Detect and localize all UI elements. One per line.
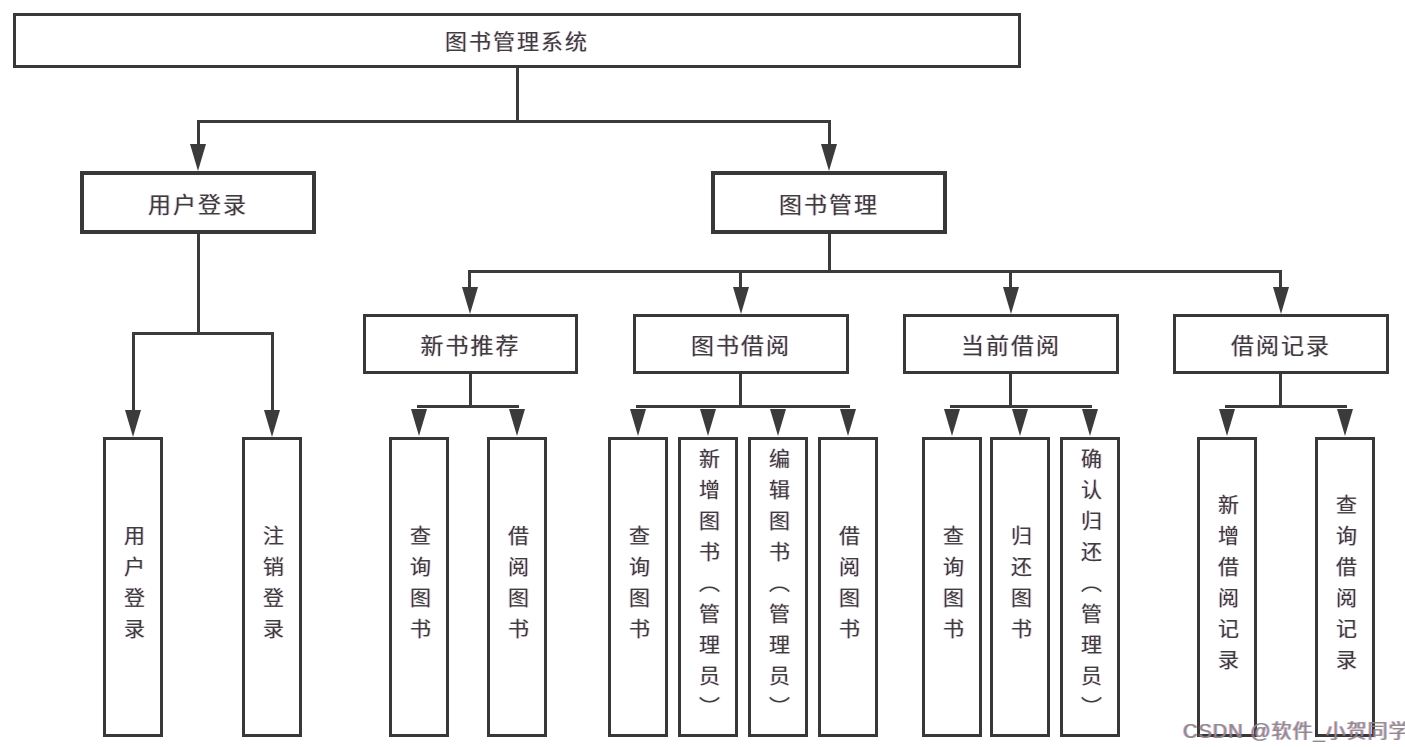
arrow-down-icon (190, 144, 206, 171)
leaf-nbr-query-books: 查询图书 (389, 437, 449, 737)
connector-line (828, 234, 831, 272)
connector-line (469, 374, 472, 408)
leaf-cb-return-books-label: 归还图书 (1008, 525, 1032, 649)
connector-line (739, 374, 742, 408)
node-book-management: 图书管理 (711, 171, 947, 234)
connector-line (1009, 270, 1012, 287)
leaf-cb-query-books: 查询图书 (922, 437, 982, 737)
arrow-down-icon (264, 410, 280, 437)
connector-line (468, 270, 1282, 273)
connector-line (197, 234, 200, 334)
leaf-bb-add-books-admin: 新增图书（管理员） (678, 437, 738, 737)
node-root-label: 图书管理系统 (444, 29, 589, 55)
connector-line (132, 332, 274, 335)
node-borrow-records: 借阅记录 (1173, 314, 1389, 374)
node-user-login-label: 用户登录 (148, 191, 248, 218)
arrow-down-icon (944, 409, 960, 436)
node-user-login: 用户登录 (80, 171, 316, 234)
arrow-down-icon (509, 409, 525, 436)
connector-line (739, 270, 742, 287)
node-borrow-records-label: 借阅记录 (1231, 333, 1331, 359)
leaf-cb-query-books-label: 查询图书 (940, 525, 964, 649)
arrow-down-icon (840, 409, 856, 436)
arrow-down-icon (1337, 409, 1353, 436)
node-current-borrowing-label: 当前借阅 (961, 333, 1061, 359)
connector-line (417, 405, 519, 408)
leaf-cb-confirm-return-admin: 确认归还（管理员） (1060, 437, 1120, 737)
leaf-br-query-record-label: 查询借阅记录 (1333, 494, 1357, 680)
leaf-br-add-record-label: 新增借阅记录 (1215, 494, 1239, 680)
arrow-down-icon (411, 409, 427, 436)
node-book-borrowing-label: 图书借阅 (691, 333, 791, 359)
arrow-down-icon (770, 409, 786, 436)
arrow-down-icon (125, 410, 141, 437)
arrow-down-icon (1003, 287, 1019, 314)
connector-line (950, 405, 1092, 408)
leaf-user-login: 用户登录 (103, 437, 163, 737)
connector-line (516, 68, 519, 120)
leaf-nbr-query-books-label: 查询图书 (407, 525, 431, 649)
node-new-book-recommend: 新书推荐 (363, 314, 578, 374)
connector-line (1279, 270, 1282, 287)
connector-line (636, 405, 850, 408)
node-book-borrowing: 图书借阅 (633, 314, 849, 374)
leaf-logout: 注销登录 (242, 437, 302, 737)
arrow-down-icon (630, 409, 646, 436)
leaf-bb-query-books-label: 查询图书 (626, 525, 650, 649)
arrow-down-icon (700, 409, 716, 436)
leaf-user-login-label: 用户登录 (121, 525, 145, 649)
arrow-down-icon (1273, 287, 1289, 314)
leaf-br-query-record: 查询借阅记录 (1315, 437, 1375, 737)
leaf-bb-edit-books-admin: 编辑图书（管理员） (748, 437, 808, 737)
node-new-book-recommend-label: 新书推荐 (420, 333, 521, 359)
arrow-down-icon (1219, 409, 1235, 436)
node-current-borrowing: 当前借阅 (903, 314, 1119, 374)
connector-line (132, 332, 135, 410)
leaf-br-add-record: 新增借阅记录 (1197, 437, 1257, 737)
csdn-watermark: CSDN @软件_小贺同学 (1183, 721, 1405, 743)
connector-line (197, 120, 831, 123)
leaf-bb-add-books-admin-label: 新增图书（管理员） (696, 447, 720, 727)
connector-line (197, 120, 200, 146)
arrow-down-icon (462, 287, 478, 314)
connector-line (468, 270, 471, 287)
connector-line (828, 120, 831, 146)
node-book-management-label: 图书管理 (779, 191, 879, 218)
leaf-nbr-borrow-books: 借阅图书 (487, 437, 547, 737)
leaf-cb-return-books: 归还图书 (990, 437, 1050, 737)
node-root: 图书管理系统 (13, 13, 1021, 68)
arrow-down-icon (733, 287, 749, 314)
connector-line (271, 332, 274, 410)
leaf-bb-query-books: 查询图书 (608, 437, 668, 737)
leaf-bb-borrow-books-label: 借阅图书 (836, 525, 860, 649)
connector-line (1009, 374, 1012, 408)
arrow-down-icon (1012, 409, 1028, 436)
leaf-bb-edit-books-admin-label: 编辑图书（管理员） (766, 447, 790, 727)
connector-line (1279, 374, 1282, 408)
leaf-bb-borrow-books: 借阅图书 (818, 437, 878, 737)
leaf-logout-label: 注销登录 (260, 525, 284, 649)
arrow-down-icon (1082, 409, 1098, 436)
connector-line (1225, 405, 1347, 408)
arrow-down-icon (821, 144, 837, 171)
leaf-cb-confirm-return-admin-label: 确认归还（管理员） (1078, 447, 1102, 727)
leaf-nbr-borrow-books-label: 借阅图书 (505, 525, 529, 649)
